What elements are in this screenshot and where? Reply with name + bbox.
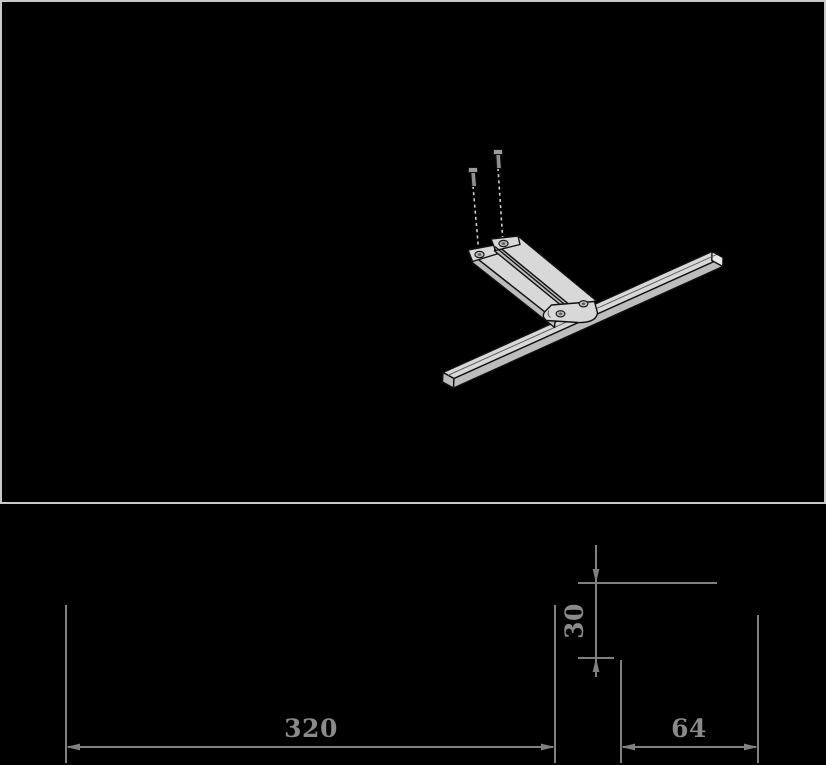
dimension-view-panel: 320 30 <box>0 505 826 765</box>
isometric-view-svg <box>0 0 826 504</box>
tab-hole-left-bore <box>477 253 482 256</box>
dim-30-arrow-top <box>592 569 600 583</box>
screw-right-head <box>492 148 504 156</box>
dim-30-arrow-bottom <box>592 658 600 672</box>
screw-right-shank <box>495 153 502 170</box>
dim-320-arrow-left <box>66 743 80 751</box>
dim-320-arrow-right <box>541 743 555 751</box>
screw-left-centerline <box>472 185 480 255</box>
joint-plate-face <box>542 300 599 324</box>
screw-left <box>467 166 479 188</box>
dimension-height-upright: 30 <box>560 545 620 677</box>
dim-320-value: 320 <box>284 714 338 743</box>
dimension-width-upright: 64 <box>620 615 759 763</box>
screw-right-centerline <box>497 167 504 244</box>
dim-30-value: 30 <box>560 603 589 639</box>
joint-hole-right-bore <box>581 302 586 305</box>
dimension-view-svg: 320 30 <box>65 545 759 763</box>
dim-64-arrow-right <box>744 743 758 751</box>
joint-plate-inner-arc <box>547 310 551 318</box>
screw-left-head <box>467 166 479 174</box>
diagonal-arm-left <box>467 244 575 329</box>
screw-centerlines <box>472 167 504 255</box>
iso-panel-frame <box>0 0 826 504</box>
dim-64-value: 64 <box>671 714 707 743</box>
arm-seam-line <box>494 246 577 315</box>
dimension-width-overall: 320 <box>65 605 556 763</box>
isometric-view-panel <box>0 0 826 504</box>
tab-hole-right-bore <box>501 242 506 245</box>
dim-64-arrow-left <box>621 743 635 751</box>
joint-plate <box>542 300 599 324</box>
screw-left-shank <box>470 171 478 188</box>
screw-right <box>492 148 504 170</box>
joint-hole-left-bore <box>558 312 563 315</box>
